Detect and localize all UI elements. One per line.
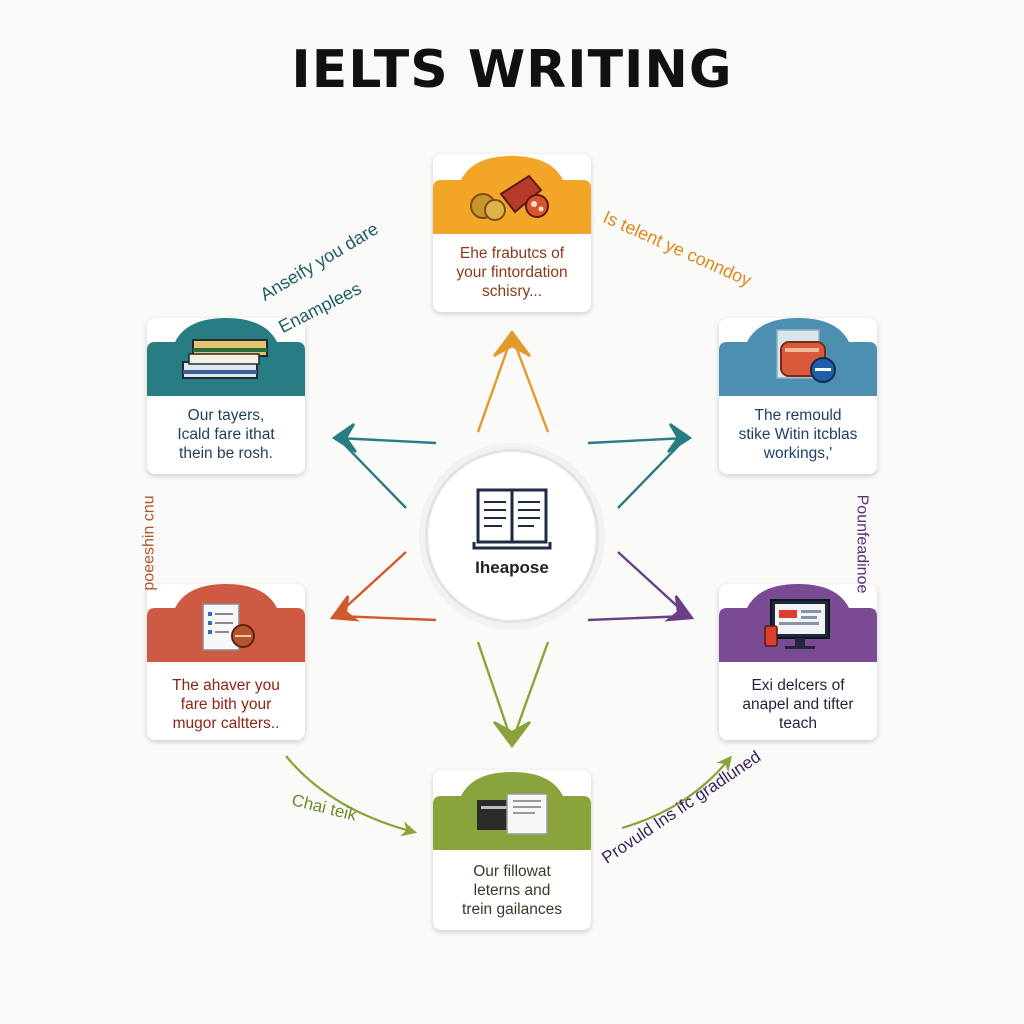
arrow-down-head <box>493 720 531 748</box>
food-items-icon <box>470 174 549 221</box>
arrow-lower-right-head <box>664 595 695 622</box>
arrow-bottom-right-curve <box>621 755 732 830</box>
arrow-upper-left-head <box>331 423 357 454</box>
card-bottom-left-text: The ahaver you fare bith your mugor calt… <box>172 677 280 732</box>
card-bottom-left: The ahaver you fare bith your mugor calt… <box>147 584 305 740</box>
computer-monitor-icon <box>764 599 830 649</box>
arrow-upper-right-head <box>667 423 693 454</box>
card-top-left-text: Our tayers, Icald fare ithat thein be ro… <box>177 407 275 462</box>
card-bottom-right-header <box>719 584 877 662</box>
stacked-papers-icon <box>477 793 548 835</box>
card-top-text: Ehe frabutcs of your fintordation schisr… <box>456 245 568 300</box>
arrow-bottom-left-curve <box>285 755 417 837</box>
label-left: poeeshin cnu <box>140 495 158 591</box>
outer-arrows <box>285 755 732 837</box>
card-top-right: The remould stike Witin itcblas workings… <box>719 318 877 474</box>
card-top-right-text: The remould stike Witin itcblas workings… <box>738 407 858 462</box>
document-checklist-icon <box>202 603 255 651</box>
arrow-up-head <box>493 330 531 358</box>
card-top-left-header <box>147 318 305 396</box>
open-book-icon <box>472 488 552 550</box>
card-top-left: Our tayers, Icald fare ithat thein be ro… <box>147 318 305 474</box>
card-top-right-header <box>719 318 877 396</box>
arrow-lower-right <box>587 551 691 622</box>
bag-and-badge-icon <box>776 329 836 383</box>
page-title: IELTS WRITING <box>291 40 733 100</box>
card-top: Ehe frabutcs of your fintordation schisr… <box>433 154 591 312</box>
card-bottom: Our fillowat leterns and trein gailances <box>433 770 591 930</box>
center-node: Iheapose <box>428 452 596 620</box>
card-bottom-left-header <box>147 584 305 662</box>
arrow-lower-left <box>333 551 437 622</box>
card-bottom-right-text: Exi delcers of anapel and tifter teach <box>742 677 854 732</box>
card-bottom-text: Our fillowat leterns and trein gailances <box>462 863 562 918</box>
card-bottom-header <box>433 772 591 850</box>
card-top-header <box>433 156 591 234</box>
card-bottom-right: Exi delcers of anapel and tifter teach <box>719 584 877 740</box>
arrow-lower-left-head <box>329 595 360 622</box>
center-arrows <box>329 330 695 748</box>
arrow-up <box>476 332 550 433</box>
books-icon <box>182 339 268 379</box>
label-right: Pounfeadinoe <box>853 494 871 594</box>
arrow-down <box>476 641 550 746</box>
center-label: Iheapose <box>475 558 549 577</box>
